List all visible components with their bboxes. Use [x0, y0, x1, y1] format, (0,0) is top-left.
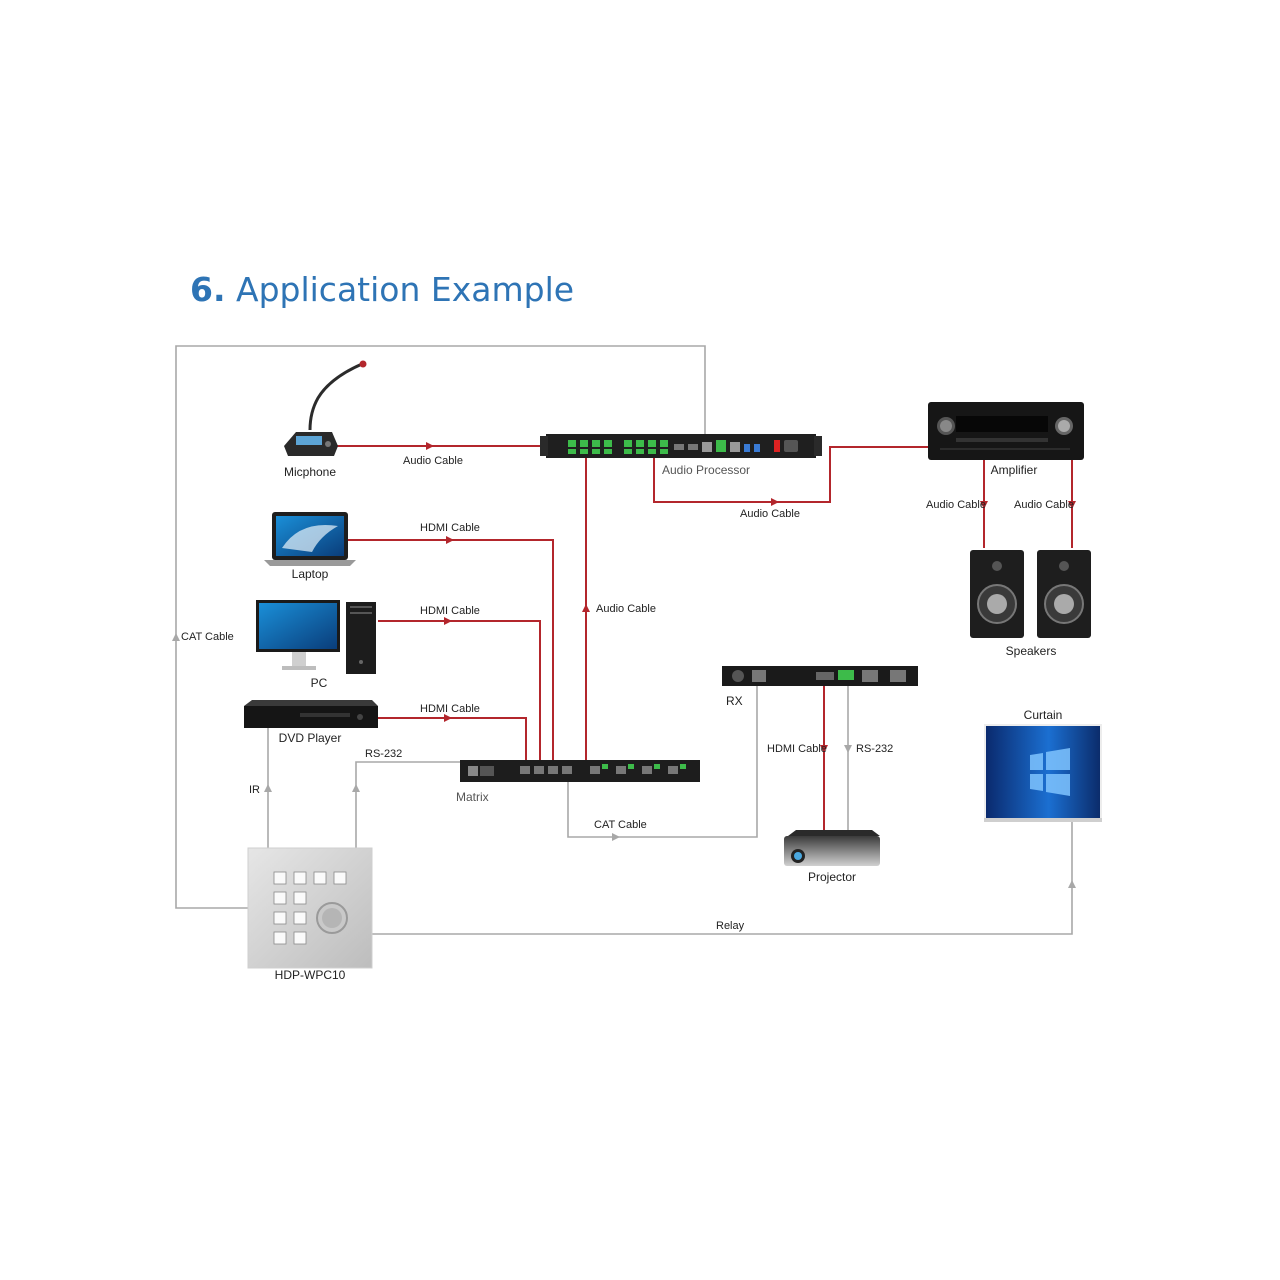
- audio-cable-mic: [334, 442, 548, 450]
- mic-tip-icon: [359, 360, 367, 368]
- rx-device: [722, 666, 918, 686]
- speaker-right-device: [1037, 550, 1091, 638]
- label-processor-amp-audio-cable: Audio Cable: [740, 508, 800, 520]
- section-title: Application Example: [236, 270, 575, 309]
- label-pc-hdmi-cable: HDMI Cable: [420, 605, 480, 617]
- hdmi-cable-rx-projector: [820, 686, 828, 832]
- label-speakers: Speakers: [1006, 644, 1057, 658]
- microphone-device: [284, 360, 367, 456]
- audio-cable-amp-speaker-right: [1068, 460, 1076, 548]
- label-keypad-matrix-rs232: RS-232: [365, 748, 402, 760]
- label-amplifier: Amplifier: [991, 463, 1038, 477]
- rs232-cable-projector: [844, 686, 852, 832]
- audio-cable-processor-amp: [653, 446, 930, 506]
- cat-cable-matrix-rx: [567, 686, 758, 841]
- label-laptop: Laptop: [292, 567, 329, 581]
- label-mic-audio-cable: Audio Cable: [403, 455, 463, 467]
- speaker-left-device: [970, 550, 1024, 638]
- hdmi-cable-dvd: [378, 714, 527, 775]
- label-microphone: Micphone: [284, 465, 336, 479]
- label-matrix-audio-cable: Audio Cable: [596, 603, 656, 615]
- label-curtain: Curtain: [1024, 708, 1063, 722]
- label-projector: Projector: [808, 870, 856, 884]
- projector-device: [784, 830, 880, 866]
- label-pc: PC: [311, 676, 328, 690]
- audio-processor-device: [540, 434, 822, 458]
- curtain-screen-device: [984, 724, 1102, 822]
- label-keypad-cat-cable: CAT Cable: [181, 631, 234, 643]
- ir-cable: [264, 728, 272, 848]
- section-heading: 6. Application Example: [190, 270, 574, 309]
- label-keypad: HDP-WPC10: [275, 968, 346, 982]
- keypad-device: [247, 847, 373, 969]
- audio-cable-matrix-processor: [582, 456, 590, 760]
- label-dvd-hdmi-cable: HDMI Cable: [420, 703, 480, 715]
- audio-cable-amp-speaker-left: [980, 460, 988, 548]
- relay-cable: [372, 822, 1076, 935]
- matrix-device: [460, 760, 700, 782]
- label-laptop-hdmi-cable: HDMI Cable: [420, 522, 480, 534]
- label-matrix-rx-cat-cable: CAT Cable: [594, 819, 647, 831]
- label-keypad-dvd-ir: IR: [249, 784, 260, 796]
- amplifier-device: [928, 402, 1084, 460]
- hdmi-cable-laptop: [348, 536, 554, 775]
- label-matrix: Matrix: [456, 790, 489, 804]
- label-audio-processor: Audio Processor: [662, 463, 750, 477]
- rs232-cable-matrix: [352, 761, 460, 848]
- label-speaker-left-audio-cable: Audio Cable: [926, 499, 986, 511]
- section-number: 6.: [190, 270, 226, 309]
- windows-logo-icon: [1030, 748, 1070, 796]
- dvd-player-device: [244, 700, 378, 728]
- hdmi-cable-pc: [378, 617, 541, 775]
- label-rx: RX: [726, 694, 743, 708]
- label-keypad-curtain-relay: Relay: [716, 920, 745, 932]
- laptop-device: [264, 512, 356, 566]
- label-dvd-player: DVD Player: [279, 731, 342, 745]
- label-rx-projector-hdmi-cable: HDMI Cable: [767, 743, 827, 755]
- cat-cable-keypad-loop: [172, 345, 706, 909]
- label-speaker-right-audio-cable: Audio Cable: [1014, 499, 1074, 511]
- pc-device: [256, 600, 376, 674]
- label-rx-projector-rs232: RS-232: [856, 743, 893, 755]
